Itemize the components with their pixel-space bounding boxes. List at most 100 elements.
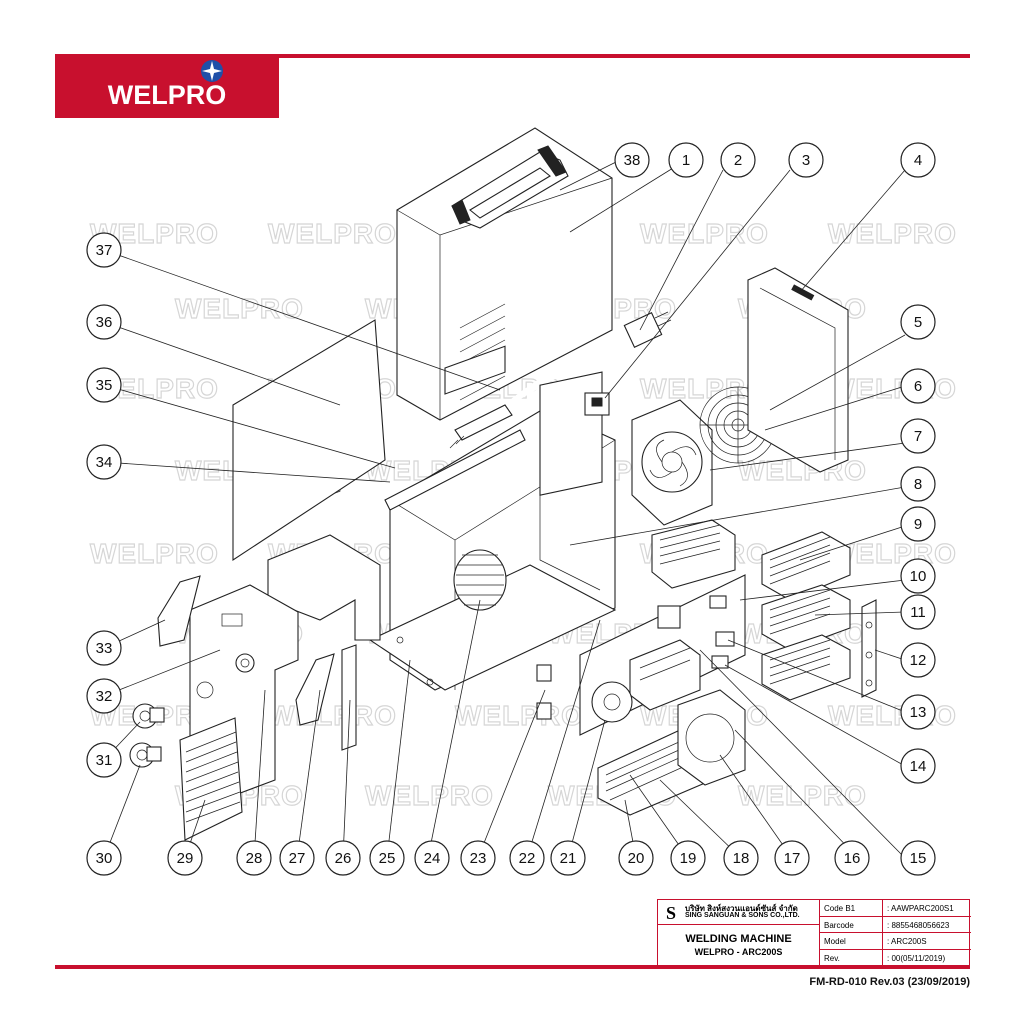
- model-name: WELPRO - ARC200S: [694, 947, 783, 957]
- svg-text:21: 21: [560, 850, 577, 867]
- callout-22: 22: [509, 840, 545, 876]
- small-components: [657, 595, 735, 669]
- callout-8: 8: [900, 466, 936, 502]
- svg-text:3: 3: [802, 152, 810, 169]
- watermark: WELPRO: [455, 700, 584, 731]
- svg-text:32: 32: [96, 688, 113, 705]
- callout-28: 28: [236, 840, 272, 876]
- callout-30: 30: [86, 840, 122, 876]
- svg-text:36: 36: [96, 314, 113, 331]
- svg-text:24: 24: [424, 850, 441, 867]
- front-grille: [179, 717, 243, 841]
- callout-35: 35: [86, 367, 122, 403]
- title-row-barcode: Barcode : 8855468056623: [820, 916, 971, 933]
- rear-panel: [747, 267, 849, 473]
- company-box: S บริษัท สิงห์สงวนแอนด์ซันส์ จำกัด SING …: [658, 900, 819, 925]
- svg-text:6: 6: [914, 378, 922, 395]
- callout-19: 19: [670, 840, 706, 876]
- svg-text:2: 2: [734, 152, 742, 169]
- svg-text:27: 27: [289, 850, 306, 867]
- watermark: WELPRO: [640, 373, 769, 404]
- heatsink-9: [761, 531, 851, 601]
- svg-text:20: 20: [628, 850, 645, 867]
- callout-24: 24: [414, 840, 450, 876]
- watermark: WELPRO: [828, 700, 957, 731]
- svg-text:5: 5: [914, 314, 922, 331]
- header-rule: [55, 54, 970, 58]
- callout-4: 4: [900, 142, 936, 178]
- svg-text:28: 28: [246, 850, 263, 867]
- title-row-code: Code B1 : AAWPARC200S1: [820, 900, 971, 917]
- title-row-revision: Rev. : 00(05/11/2019): [820, 949, 971, 966]
- company-mark-icon: S: [666, 903, 677, 923]
- callout-2: 2: [720, 142, 756, 178]
- callout-34: 34: [86, 444, 122, 480]
- svg-text:16: 16: [844, 850, 861, 867]
- svg-text:1: 1: [682, 152, 690, 169]
- footer-rule: [55, 965, 970, 969]
- svg-text:15: 15: [910, 850, 927, 867]
- svg-text:35: 35: [96, 377, 113, 394]
- svg-text:34: 34: [96, 454, 113, 471]
- heatsink-8: [651, 519, 736, 589]
- callout-11: 11: [900, 594, 936, 630]
- svg-text:8: 8: [914, 476, 922, 493]
- company-name-thai: บริษัท สิงห์สงวนแอนด์ซันส์ จำกัด: [685, 904, 798, 913]
- svg-text:25: 25: [379, 850, 396, 867]
- watermark: WELPRO: [268, 700, 397, 731]
- callout-7: 7: [900, 418, 936, 454]
- title-row-model: Model : ARC200S: [820, 933, 971, 950]
- svg-text:37: 37: [96, 242, 113, 259]
- callout-1: 1: [668, 142, 704, 178]
- svg-text:17: 17: [784, 850, 801, 867]
- callout-15: 15: [900, 840, 936, 876]
- dinse-terminals: [129, 703, 165, 768]
- corner-bumpers: [157, 575, 335, 726]
- heatsink-13: [761, 634, 851, 701]
- callout-26: 26: [325, 840, 361, 876]
- secondary-toroid: [591, 681, 633, 723]
- callout-32: 32: [86, 678, 122, 714]
- support-rail: [384, 429, 526, 511]
- callout-5: 5: [900, 304, 936, 340]
- power-switch: [584, 392, 610, 416]
- callout-3: 3: [788, 142, 824, 178]
- power-cord: [449, 311, 672, 449]
- svg-text:10: 10: [910, 568, 927, 585]
- svg-text:14: 14: [910, 758, 927, 775]
- svg-text:38: 38: [624, 152, 641, 169]
- logo-text: WELPRO: [108, 80, 227, 110]
- svg-text:33: 33: [96, 640, 113, 657]
- title-block: S บริษัท สิงห์สงวนแอนด์ซันส์ จำกัด SING …: [657, 899, 971, 966]
- svg-text:13: 13: [910, 704, 927, 721]
- product-name: WELDING MACHINE: [685, 933, 792, 945]
- svg-text:26: 26: [335, 850, 352, 867]
- callout-14: 14: [900, 748, 936, 784]
- callout-31: 31: [86, 742, 122, 778]
- fan-guard: [699, 386, 777, 464]
- carry-handle: [451, 145, 569, 229]
- svg-text:31: 31: [96, 752, 113, 769]
- callout-16: 16: [834, 840, 870, 876]
- watermark: WELPRO: [268, 218, 397, 249]
- callout-10: 10: [900, 558, 936, 594]
- callout-36: 36: [86, 304, 122, 340]
- watermark: WELPRO: [640, 218, 769, 249]
- svg-text:23: 23: [470, 850, 487, 867]
- callout-13: 13: [900, 694, 936, 730]
- svg-text:22: 22: [519, 850, 536, 867]
- cooling-fan: [631, 399, 713, 526]
- svg-text:30: 30: [96, 850, 113, 867]
- watermark: WELPRO: [738, 780, 867, 811]
- brand-logo: WELPRO: [55, 58, 279, 118]
- svg-text:19: 19: [680, 850, 697, 867]
- company-name-english: SING SANGUAN & SONS CO.,LTD.: [685, 912, 800, 919]
- form-code: FM-RD-010 Rev.03 (23/09/2019): [809, 976, 970, 988]
- toroid-coil: [444, 345, 507, 611]
- callout-21: 21: [550, 840, 586, 876]
- watermark: WELPRO: [828, 218, 957, 249]
- callout-18: 18: [723, 840, 759, 876]
- callout-25: 25: [369, 840, 405, 876]
